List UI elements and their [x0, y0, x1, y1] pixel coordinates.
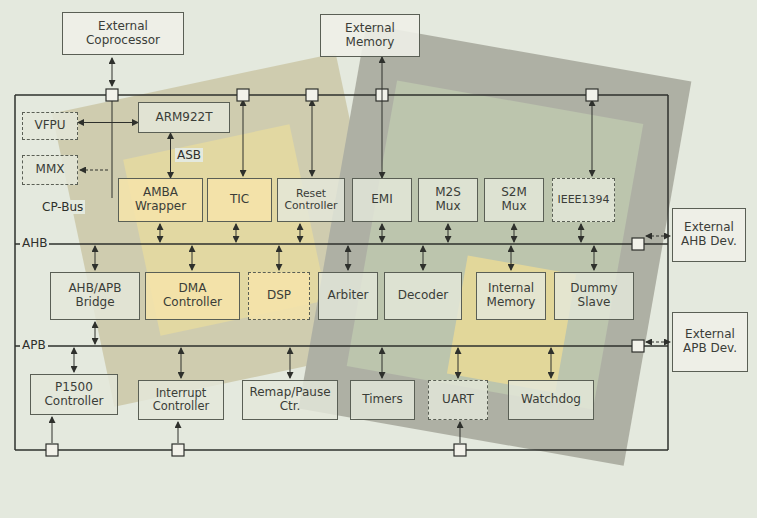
component-box: Watchdog — [508, 380, 594, 420]
text-wrap: Decoder — [398, 289, 449, 303]
component-box: Timers — [350, 380, 415, 420]
component-box: Dummy Slave — [554, 272, 634, 320]
component-box: MMX — [22, 155, 78, 185]
component-box: UART — [428, 380, 488, 420]
component-label: IEEE1394 — [557, 194, 609, 207]
text-wrap: Dummy Slave — [559, 282, 629, 310]
bus-frame — [15, 95, 668, 450]
connector — [78, 122, 138, 123]
bus-label: APB — [20, 338, 48, 352]
component-label: External AHB Dev. — [677, 221, 741, 249]
text-wrap: M2S Mux — [423, 186, 473, 214]
component-label: Watchdog — [521, 393, 581, 407]
text-wrap: IEEE1394 — [557, 194, 609, 207]
text-wrap: Internal Memory — [481, 282, 541, 310]
text-wrap: MMX — [36, 163, 65, 177]
text-wrap: VFPU — [34, 119, 65, 133]
component-label: DSP — [267, 289, 291, 303]
component-label: UART — [442, 393, 474, 407]
chip-photo — [52, 24, 691, 465]
component-label: External APB Dev. — [677, 328, 743, 356]
text-wrap: UART — [442, 393, 474, 407]
component-label: EMI — [371, 193, 392, 207]
text-wrap: Interrupt Controller — [143, 387, 219, 413]
text-wrap: DSP — [267, 289, 291, 303]
component-box: AMBA Wrapper — [118, 178, 203, 222]
component-box: P1500 Controller — [30, 374, 118, 415]
component-box: DMA Controller — [145, 272, 240, 320]
text-wrap: S2M Mux — [489, 186, 539, 214]
text-wrap: AHB/APB Bridge — [55, 282, 135, 310]
component-label: Internal Memory — [481, 282, 541, 310]
component-label: Timers — [362, 393, 403, 407]
component-box: Decoder — [384, 272, 462, 320]
component-label: P1500 Controller — [35, 381, 113, 409]
component-box: ARM922T — [138, 102, 230, 133]
component-label: Decoder — [398, 289, 449, 303]
component-label: MMX — [36, 163, 65, 177]
component-box: Internal Memory — [476, 272, 546, 320]
text-wrap: External Memory — [325, 22, 415, 50]
component-box: VFPU — [22, 112, 78, 140]
component-box: Interrupt Controller — [138, 380, 224, 420]
component-box: DSP — [248, 272, 310, 320]
text-wrap: Arbiter — [327, 289, 368, 303]
component-label: External Coprocessor — [67, 20, 179, 48]
component-label: DMA Controller — [150, 282, 235, 310]
component-box: EMI — [352, 178, 412, 222]
component-box: Remap/Pause Ctr. — [242, 380, 338, 420]
component-box: AHB/APB Bridge — [50, 272, 140, 320]
component-box: Arbiter — [318, 272, 378, 320]
component-label: S2M Mux — [489, 186, 539, 214]
bus-label: ASB — [175, 148, 203, 162]
component-box: Reset Controller — [277, 178, 345, 222]
text-wrap: External APB Dev. — [677, 328, 743, 356]
component-label: AHB/APB Bridge — [55, 282, 135, 310]
component-label: M2S Mux — [423, 186, 473, 214]
component-box: S2M Mux — [484, 178, 544, 222]
text-wrap: Reset Controller — [282, 188, 340, 213]
component-label: External Memory — [325, 22, 415, 50]
component-box: TIC — [207, 178, 272, 222]
text-wrap: Remap/Pause Ctr. — [247, 386, 333, 414]
component-label: Arbiter — [327, 289, 368, 303]
component-label: AMBA Wrapper — [123, 186, 198, 214]
component-label: Reset Controller — [282, 188, 340, 213]
bus-taps — [52, 58, 670, 443]
component-box: External APB Dev. — [672, 312, 748, 372]
component-label: VFPU — [34, 119, 65, 133]
text-wrap: Timers — [362, 393, 403, 407]
text-wrap: TIC — [230, 193, 249, 207]
text-wrap: EMI — [371, 193, 392, 207]
component-label: Remap/Pause Ctr. — [247, 386, 333, 414]
bus-label: AHB — [20, 236, 49, 250]
component-label: Dummy Slave — [559, 282, 629, 310]
io-pad — [46, 89, 644, 456]
text-wrap: External Coprocessor — [67, 20, 179, 48]
text-wrap: DMA Controller — [150, 282, 235, 310]
text-wrap: Watchdog — [521, 393, 581, 407]
component-box: External AHB Dev. — [672, 208, 746, 262]
component-box: M2S Mux — [418, 178, 478, 222]
component-label: TIC — [230, 193, 249, 207]
text-wrap: P1500 Controller — [35, 381, 113, 409]
component-label: ARM922T — [155, 111, 212, 125]
connector — [170, 133, 171, 178]
component-box: External Coprocessor — [62, 12, 184, 55]
text-wrap: AMBA Wrapper — [123, 186, 198, 214]
component-box: IEEE1394 — [552, 178, 615, 222]
component-label: Interrupt Controller — [143, 387, 219, 413]
bus-label: CP-Bus — [40, 200, 85, 214]
component-box: External Memory — [320, 14, 420, 57]
text-wrap: ARM922T — [155, 111, 212, 125]
connector — [382, 57, 383, 178]
text-wrap: External AHB Dev. — [677, 221, 741, 249]
